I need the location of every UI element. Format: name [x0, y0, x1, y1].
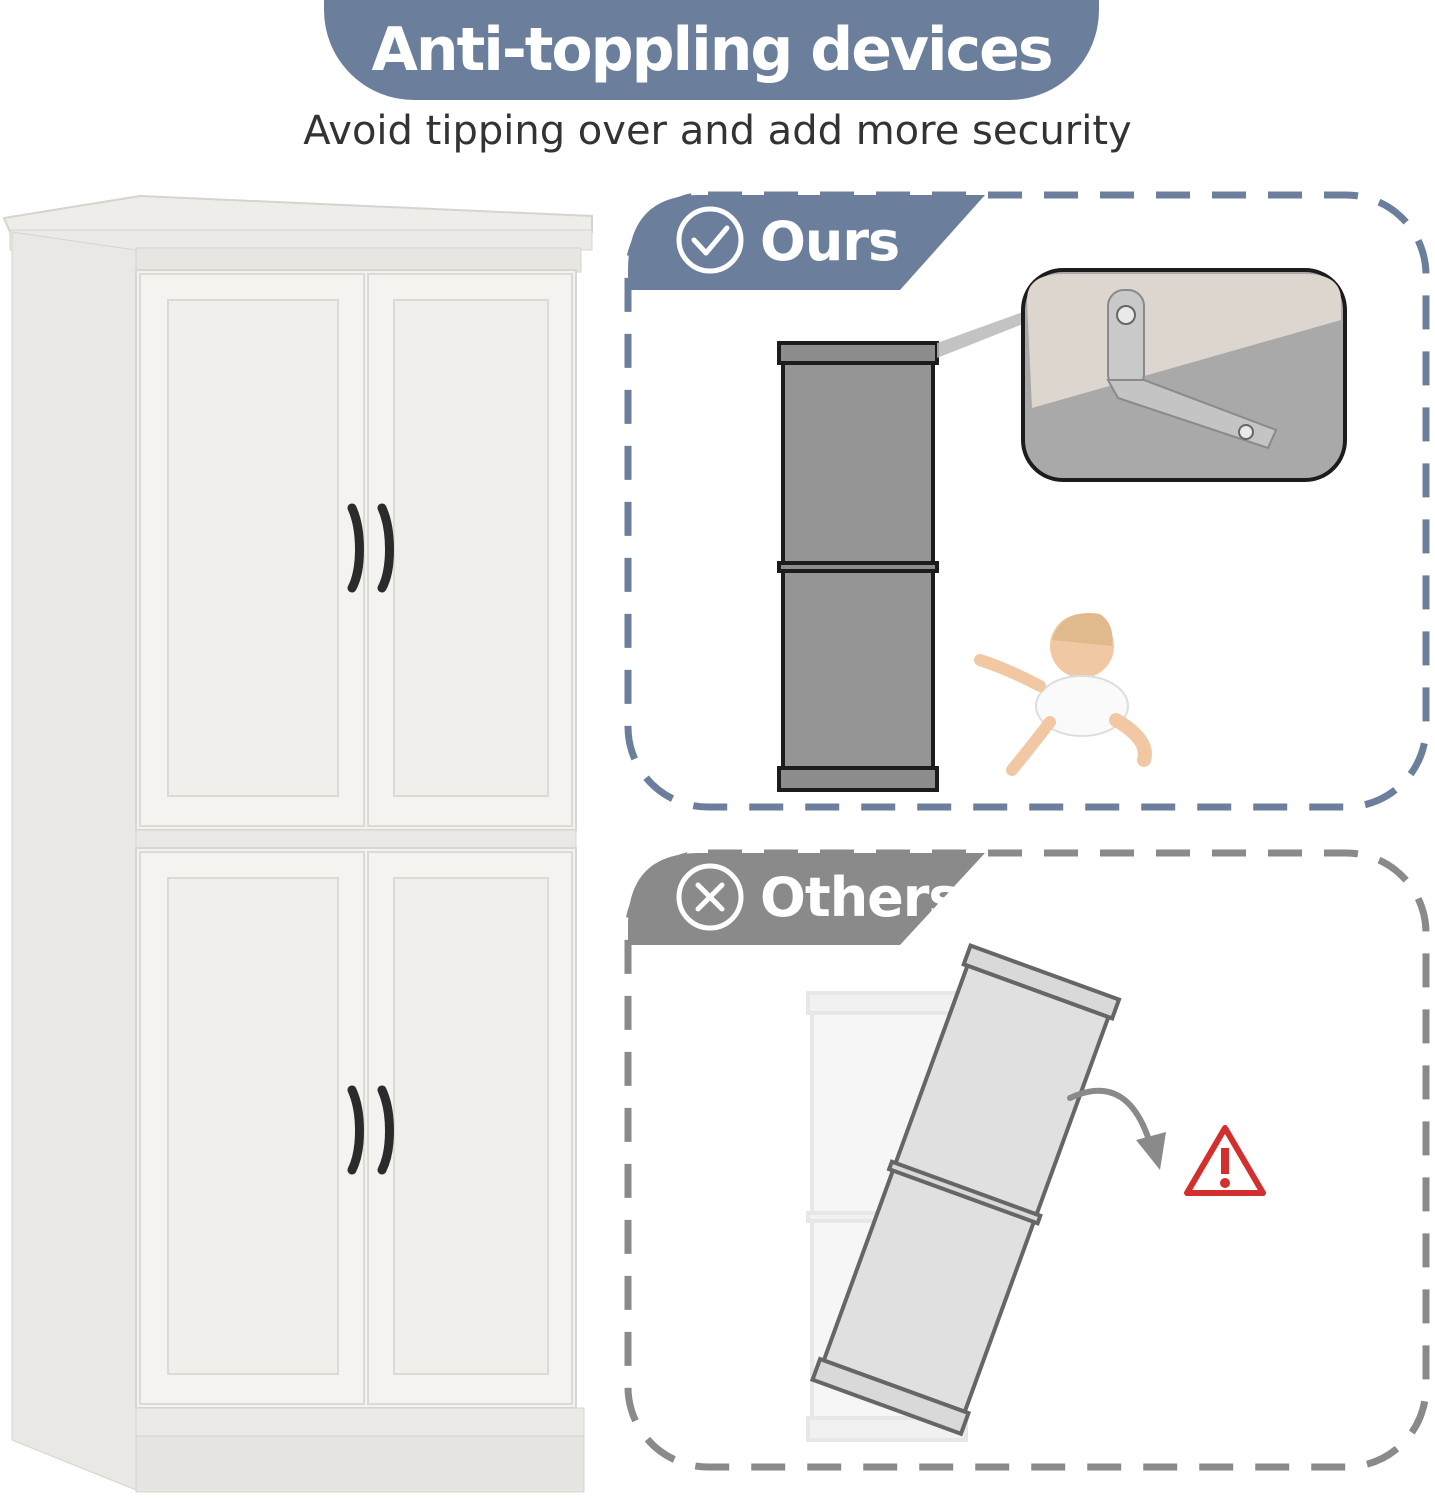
page-title: Anti-toppling devices: [371, 15, 1053, 85]
cabinet-door-top-right: [367, 273, 573, 827]
header-banner: Anti-toppling devices: [324, 0, 1099, 100]
others-tab: [628, 853, 985, 945]
bracket-callout: [1021, 268, 1347, 482]
cabinet-door-top-left: [139, 273, 365, 827]
ours-tab: [628, 195, 985, 290]
cabinet-door-bottom-right: [367, 851, 573, 1405]
others-label: Others: [760, 866, 961, 929]
x-circle-icon: [676, 863, 744, 931]
tipping-cabinet-diagram: [809, 943, 1122, 1437]
tipping-arrow-icon: [1067, 1087, 1166, 1170]
door-handle-bottom: [347, 1085, 394, 1175]
baby-illustration: [974, 613, 1152, 776]
upright-cabinet-diagram: [777, 341, 939, 792]
metal-bracket-icon: [1106, 289, 1278, 450]
check-circle-icon: [676, 206, 744, 274]
ours-label: Ours: [760, 210, 900, 273]
cabinet-door-bottom-left: [139, 851, 365, 1405]
door-handle-top: [347, 503, 394, 593]
page-subtitle: Avoid tipping over and add more security: [303, 108, 1132, 154]
warning-icon: [1184, 1125, 1266, 1196]
